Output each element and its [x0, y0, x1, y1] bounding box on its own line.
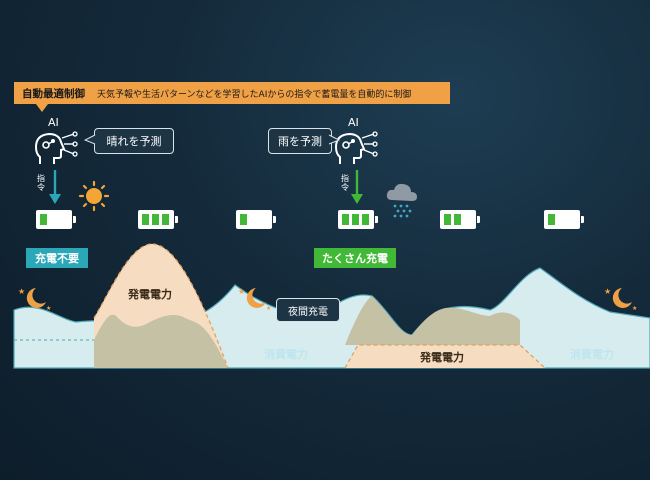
ai-label-1: AI: [48, 116, 59, 129]
battery-bar: [548, 214, 555, 225]
battery-bar: [152, 214, 159, 225]
speech-pointer-2: [328, 134, 340, 145]
battery-1: [36, 210, 76, 229]
overlap-area: [94, 314, 228, 368]
much-charge-tag-text: たくさん充電: [322, 252, 388, 265]
speech-forecast-sunny-text: 晴れを予測: [106, 135, 162, 148]
ai-head-icon: [334, 131, 378, 164]
banner-description: 天気予報や生活パターンなどを学習したAIからの指令で蓄電量を自動的に制御: [97, 89, 412, 100]
battery-bar: [454, 214, 461, 225]
command-label-1: 指令: [37, 174, 45, 192]
battery-bar: [362, 214, 369, 225]
moon-stars-icon: ★ ★: [604, 287, 637, 312]
moon-stars-icon: ★ ★: [18, 287, 51, 312]
svg-text:★: ★: [604, 287, 611, 296]
consumption-right-label: 消費電力: [570, 347, 614, 361]
battery-bar: [240, 214, 247, 225]
generation-rain-area: [345, 345, 545, 368]
battery-bar: [142, 214, 149, 225]
auto-control-banner: 自動最適制御 天気予報や生活パターンなどを学習したAIからの指令で蓄電量を自動的…: [14, 82, 450, 112]
command-label-2: 指令: [341, 174, 349, 192]
generation-rain-label: 発電電力: [419, 350, 464, 364]
ai-head-icon: [34, 131, 78, 164]
speech-forecast-rain-text: 雨を予測: [278, 135, 322, 148]
speech-forecast-rain: 雨を予測: [268, 128, 332, 154]
battery-5: [440, 210, 480, 229]
speech-forecast-sunny: 晴れを予測: [94, 128, 174, 154]
battery-3: [236, 210, 276, 229]
battery-bar: [342, 214, 349, 225]
battery-bar: [352, 214, 359, 225]
command-arrow-2: [351, 170, 363, 204]
battery-4: [338, 210, 378, 229]
overlap-area: [345, 296, 520, 345]
command-arrow-1: [49, 170, 61, 204]
svg-text:★: ★: [46, 305, 51, 312]
svg-text:★: ★: [18, 287, 25, 296]
generation-day-label: 発電電力: [127, 287, 172, 301]
ai-label-2: AI: [348, 116, 359, 129]
night-charge-text: 夜間充電: [288, 306, 328, 318]
much-charge-tag: たくさん充電: [314, 248, 396, 268]
battery-bar: [444, 214, 451, 225]
banner-pointer: [36, 104, 48, 112]
svg-text:★: ★: [266, 305, 271, 312]
battery-2: [138, 210, 178, 229]
moon-stars-icon: ★ ★: [238, 287, 271, 312]
no-charge-tag-text: 充電不要: [35, 252, 79, 265]
svg-text:★: ★: [632, 305, 637, 312]
night-charge-bubble: 夜間充電: [276, 298, 340, 322]
svg-text:★: ★: [238, 287, 245, 296]
sun-icon: [78, 180, 110, 212]
battery-bar: [162, 214, 169, 225]
battery-bar: [40, 214, 47, 225]
rain-cloud-icon: [386, 183, 417, 218]
no-charge-tag: 充電不要: [26, 248, 88, 268]
battery-6: [544, 210, 584, 229]
power-curves: 発電電力 消費電力 発電電力 消費電力: [13, 243, 650, 369]
banner-title: 自動最適制御: [22, 87, 85, 100]
consumption-mid-label: 消費電力: [264, 347, 308, 361]
speech-pointer-1: [84, 134, 96, 145]
